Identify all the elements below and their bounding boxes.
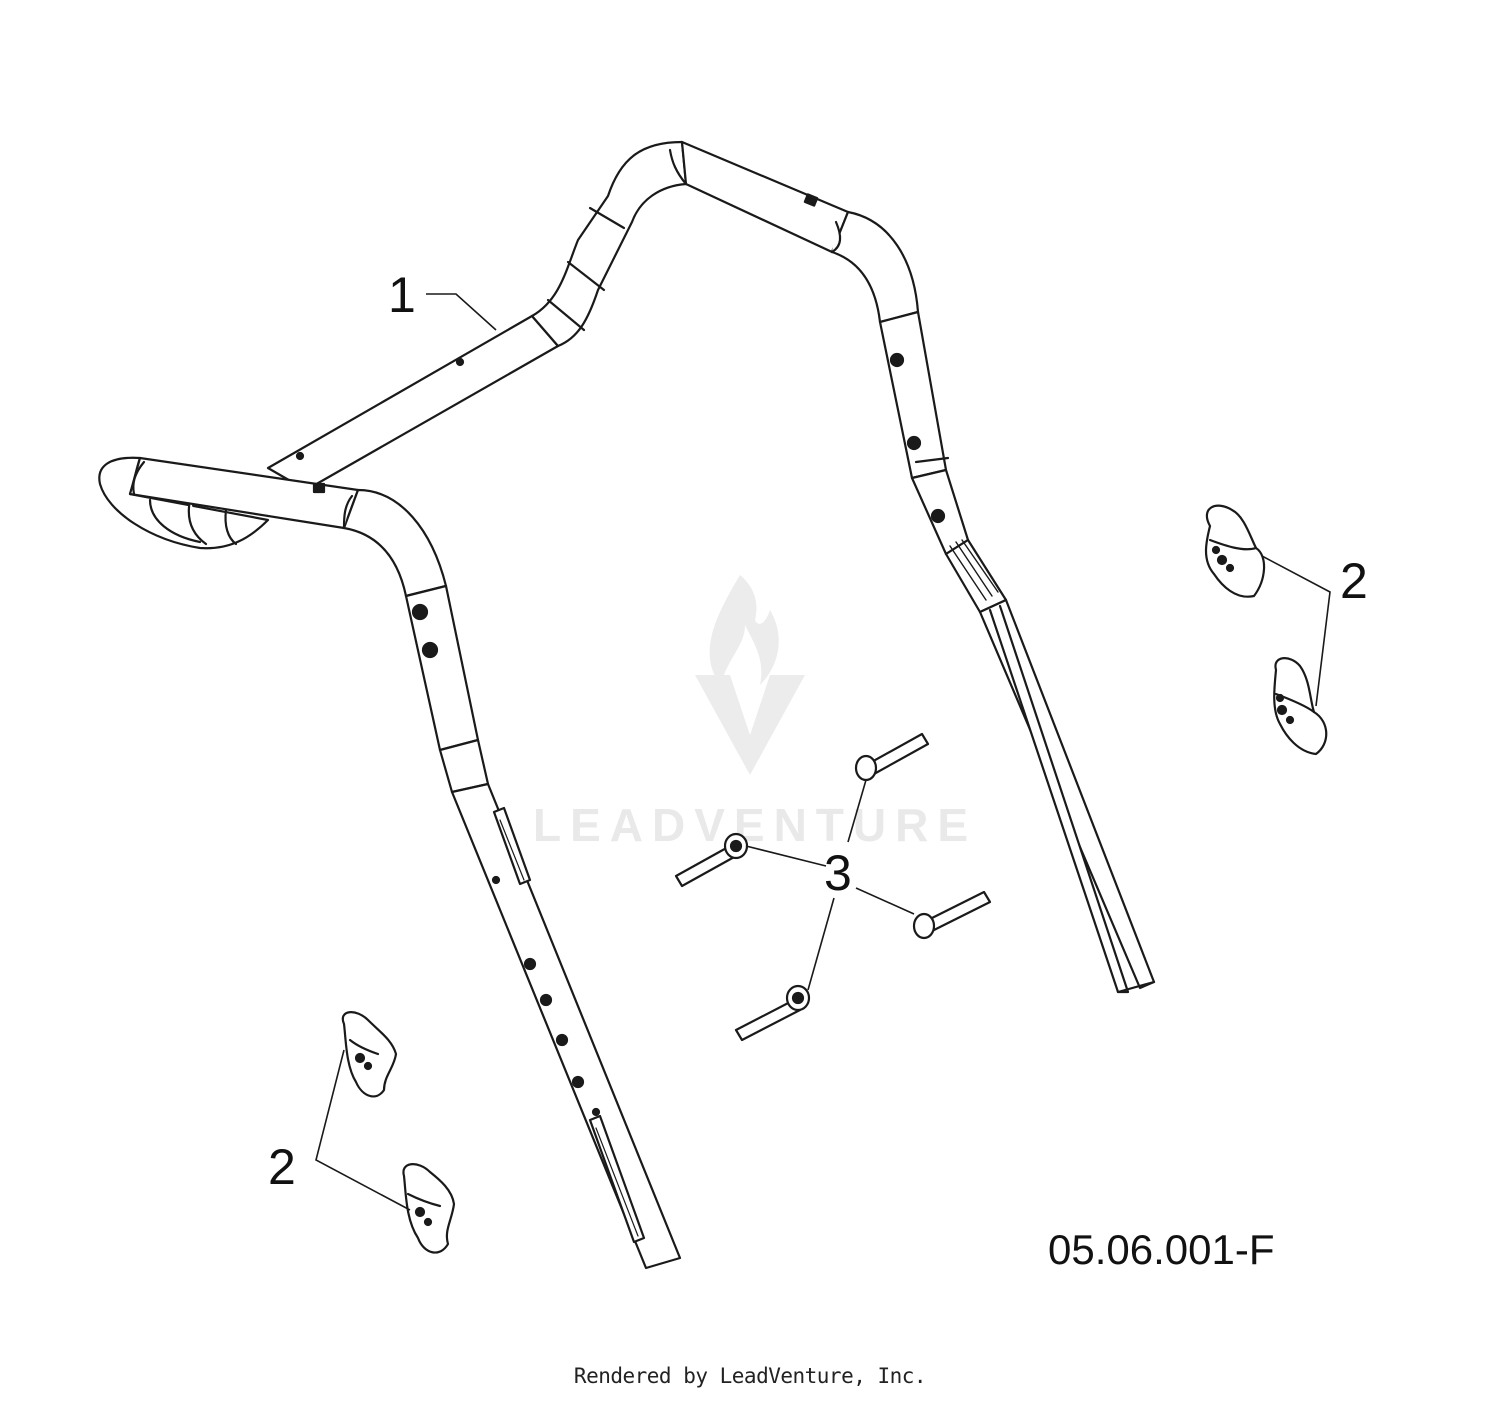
figure-id: 05.06.001-F: [1048, 1226, 1275, 1273]
rendered-by-credit: Rendered by LeadVenture, Inc.: [573, 1364, 927, 1388]
callout-part-2-upper: 2: [1340, 553, 1368, 609]
callout-part-1: 1: [388, 267, 416, 323]
knob-upper-right-b: [1273, 657, 1328, 756]
upper-handle-tube: [266, 140, 1156, 994]
bolt-bottom: [734, 984, 811, 1042]
bolt-left: [674, 832, 749, 888]
knob-upper-right-a: [1204, 504, 1266, 598]
callout-part-2-lower: 2: [268, 1139, 296, 1195]
leader-lines: [315, 293, 1331, 1211]
knob-lower-left-b: [402, 1163, 456, 1254]
bolt-right: [912, 890, 992, 940]
lower-handle-tube: [98, 357, 682, 1270]
callout-part-3: 3: [824, 845, 852, 901]
bolt-top: [854, 732, 930, 782]
knob-lower-left-a: [341, 1011, 398, 1098]
